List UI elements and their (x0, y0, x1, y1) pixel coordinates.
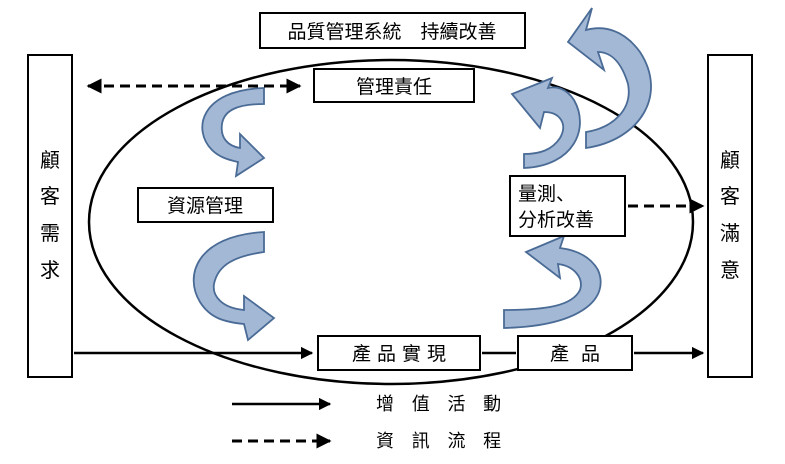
customer-needs-box (27, 54, 73, 378)
continual-improvement-arrow (566, 7, 652, 150)
customer-needs-char-1: 顧 (40, 148, 60, 172)
resource-management-label: 資源管理 (167, 195, 243, 217)
measurement-to-management-arrow (510, 76, 581, 169)
product-realization-box (317, 335, 481, 371)
customer-satisfaction-char-4: 意 (720, 258, 740, 282)
resource-to-product-arrow (192, 231, 276, 342)
management-responsibility-box (313, 68, 475, 103)
management-responsibility-label: 管理責任 (356, 76, 432, 98)
measurement-analysis-box (509, 175, 626, 237)
legend-information-flow-label: 資 訊 流 程 (376, 431, 507, 452)
legend-value-activity-label: 增 值 活 動 (376, 394, 507, 415)
measurement-label-line1: 量測、 (518, 183, 575, 205)
customer-satisfaction-char-1: 顧 (720, 148, 740, 172)
title-box (259, 12, 526, 49)
process-ellipse (87, 58, 695, 386)
management-to-resource-arrow (201, 87, 266, 178)
product-label: 產 品 (550, 343, 600, 365)
measurement-label-line2: 分析改善 (518, 209, 594, 231)
product-realization-label: 產 品 實 現 (352, 343, 446, 365)
product-to-measurement-arrow (503, 234, 602, 329)
customer-satisfaction-char-2: 客 (720, 184, 740, 208)
title-text: 品質管理系統 持續改善 (287, 21, 496, 43)
resource-management-box (137, 187, 274, 223)
customer-needs-char-4: 求 (40, 258, 60, 282)
customer-needs-char-2: 客 (40, 184, 60, 208)
customer-needs-char-3: 需 (40, 221, 60, 245)
customer-satisfaction-box (707, 54, 753, 378)
customer-satisfaction-char-3: 滿 (720, 221, 740, 245)
product-box (517, 335, 633, 371)
